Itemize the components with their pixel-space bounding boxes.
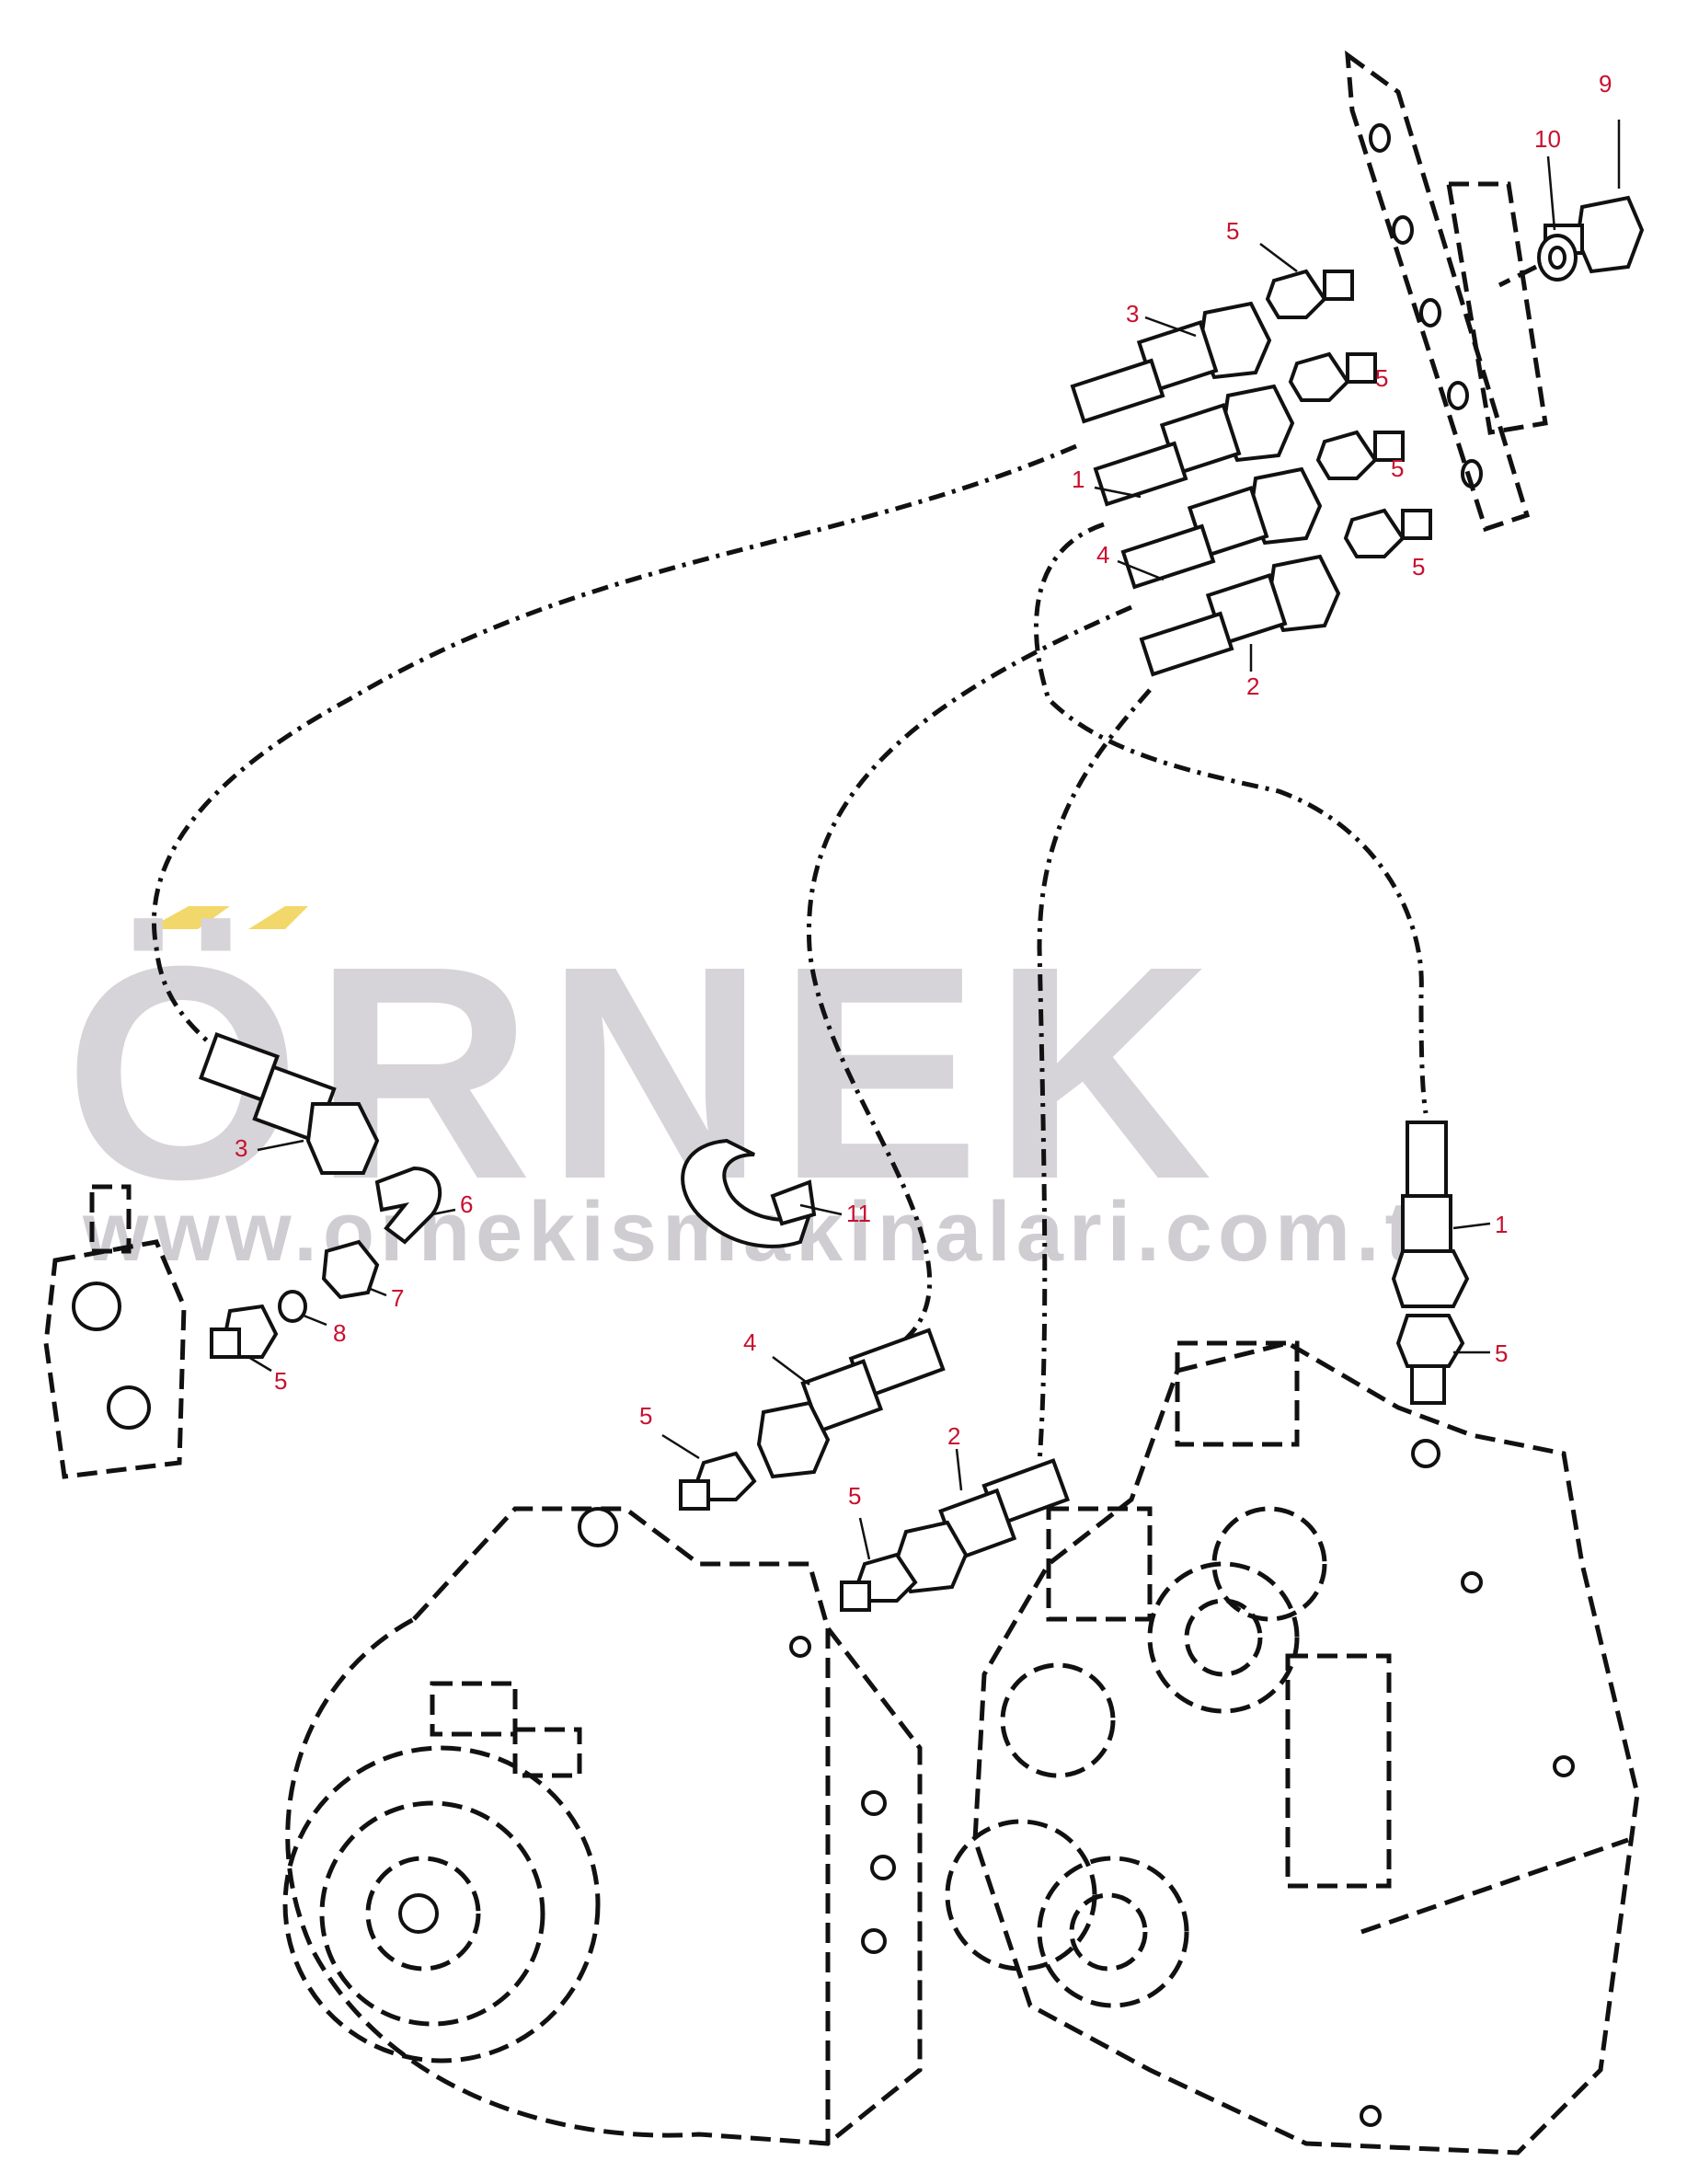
callout-4: 4: [1096, 541, 1109, 569]
callout-5: 5: [639, 1402, 652, 1430]
elbow-6: [374, 1166, 456, 1245]
adapter-5-c: [1315, 430, 1405, 480]
callout-4: 4: [743, 1328, 756, 1356]
callout-11: 11: [846, 1200, 871, 1227]
washer-10: [1498, 155, 1578, 288]
callout-10: 10: [1534, 125, 1561, 153]
callout-2: 2: [1246, 672, 1259, 700]
valve-block: [43, 1184, 187, 1479]
callout-3: 3: [235, 1134, 247, 1162]
callout-7: 7: [391, 1284, 404, 1312]
adapter-5-center-a: [661, 1433, 757, 1511]
adapter-5-d: [1343, 508, 1432, 558]
transmission-housing-left: [282, 1506, 923, 2146]
hose-end-1-right: [1391, 1121, 1491, 1308]
hose-end-4-top: [1117, 466, 1323, 590]
callout-1: 1: [1072, 466, 1084, 493]
callout-5: 5: [1495, 1339, 1508, 1367]
callout-3: 3: [1126, 300, 1139, 328]
manifold-plate: [1345, 50, 1548, 533]
hose-end-4-center: [756, 1328, 946, 1479]
adapter-5-b: [1288, 351, 1377, 402]
hose-end-2-center: [894, 1448, 1071, 1594]
adapter-5-a: [1259, 243, 1354, 319]
adapter-5-left: [210, 1304, 279, 1373]
callout-5: 5: [1391, 454, 1404, 482]
adapter-5-right: [1395, 1314, 1490, 1405]
watermark-umlaut-left: [147, 906, 230, 929]
hose-end-2-top: [1139, 554, 1341, 677]
callout-5: 5: [1226, 217, 1239, 245]
pump-housing-right: [945, 1340, 1640, 2155]
hose-end-3-left: [198, 1031, 380, 1175]
hose-routes: [152, 443, 1429, 1464]
watermark-umlaut-right: [248, 906, 308, 929]
hose-end-3-top: [1070, 301, 1272, 424]
clip-11: [681, 1138, 843, 1248]
callout-2: 2: [947, 1422, 960, 1450]
callout-5: 5: [274, 1367, 287, 1395]
callout-9: 9: [1599, 70, 1612, 98]
callout-5: 5: [848, 1482, 861, 1510]
callout-6: 6: [460, 1190, 473, 1218]
callout-labels: 9 10 5 3 5 1 5 4 5 2 3 6 11 1 7 8 5 4 5 …: [235, 70, 1612, 1510]
callout-5: 5: [1375, 364, 1388, 392]
callout-5: 5: [1412, 553, 1425, 580]
hose-end-1-top: [1093, 384, 1295, 507]
adapter-5-center-b: [840, 1517, 918, 1612]
callout-1: 1: [1495, 1211, 1508, 1238]
ring-8: [278, 1290, 327, 1327]
callout-8: 8: [333, 1319, 346, 1347]
nut-7: [321, 1239, 387, 1300]
